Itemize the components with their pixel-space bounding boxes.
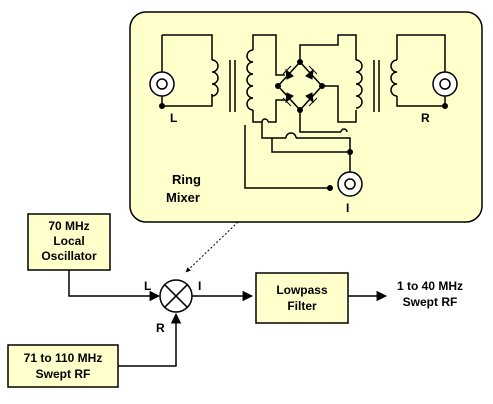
r-port-inner-label: R [421,111,430,125]
wire-crossing-hop-1 [261,118,269,123]
diode-symbols [282,65,318,107]
left-transformer-primary-coil [211,59,219,97]
lo-to-mixer-arrow [68,270,161,302]
output-line2: Swept RF [403,295,458,309]
diode-ring-wiring [244,34,357,189]
i-port-node-left [327,185,333,191]
local-oscillator-line1: 70 MHz [48,219,89,233]
right-transformer-core [373,60,380,112]
lowpass-filter-box [255,272,349,324]
r-port-source [396,34,458,107]
swept-rf-input-line2: Swept RF [36,367,91,381]
mixer-l-label: L [144,279,151,293]
l-port-source [149,34,213,107]
i-port-node-top [347,149,353,155]
local-oscillator-line2: Local [53,234,84,248]
i-port-source [337,152,363,197]
wire-crossing-hop-2 [285,132,297,139]
swept-rf-input-line1: 71 to 110 MHz [24,351,103,365]
diode-ring-nodes [275,59,325,113]
left-transformer-core [229,60,236,112]
ring-mixer-title-line2: Mixer [166,190,200,205]
wire-crossing-hop-3 [340,128,348,133]
output-line1: 1 to 40 MHz [397,279,463,293]
local-oscillator-box [27,213,111,271]
lowpass-filter-line2: Filter [287,299,317,313]
right-transformer-secondary-coil [390,59,398,97]
r-port-node [442,103,448,109]
l-port-inner-label: L [170,111,177,125]
mixer-symbol [159,279,193,313]
ring-mixer-title-line1: Ring [172,172,201,187]
lowpass-filter-line1: Lowpass [276,283,328,297]
i-port-inner-label: I [346,201,349,215]
l-port-node [159,103,165,109]
panel-pointer-line [185,221,239,273]
local-oscillator-line3: Oscillator [41,249,97,263]
mixer-i-label: I [198,279,201,293]
swept-rf-to-mixer-arrow [118,312,182,367]
mixer-r-label: R [156,321,165,335]
swept-rf-input-box [7,344,119,388]
right-transformer-primary-coil [355,59,363,109]
left-transformer-secondary-coil [246,49,254,111]
